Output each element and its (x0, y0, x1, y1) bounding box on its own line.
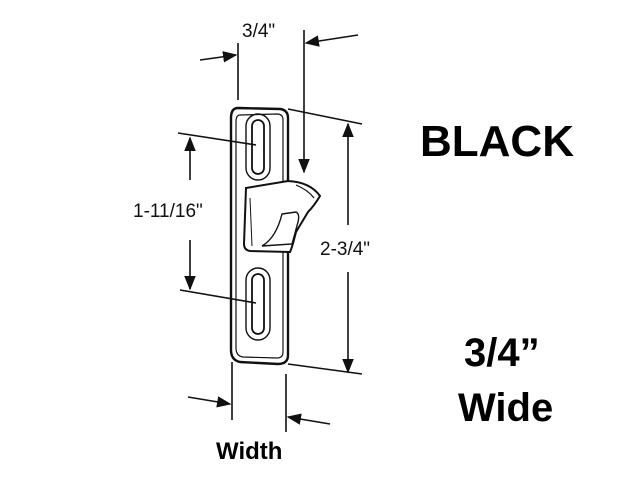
catch-hook (242, 179, 322, 254)
width-callout-word: Wide (458, 386, 554, 430)
top-width-label: 3/4" (242, 21, 276, 42)
overall-height-label: 2-3/4" (320, 239, 371, 260)
bottom-width-label: Width (216, 438, 283, 465)
width-callout-value: 3/4” (464, 331, 540, 375)
color-label: BLACK (420, 117, 574, 166)
bottom-width-dimension (187, 362, 331, 432)
overall-height-dimension (287, 108, 363, 375)
hole-spacing-label: 1-11/16" (133, 201, 203, 222)
lower-slot (245, 267, 271, 341)
hole-spacing-dimension (177, 132, 257, 304)
keeper-plate (229, 106, 322, 366)
upper-slot (245, 113, 271, 181)
